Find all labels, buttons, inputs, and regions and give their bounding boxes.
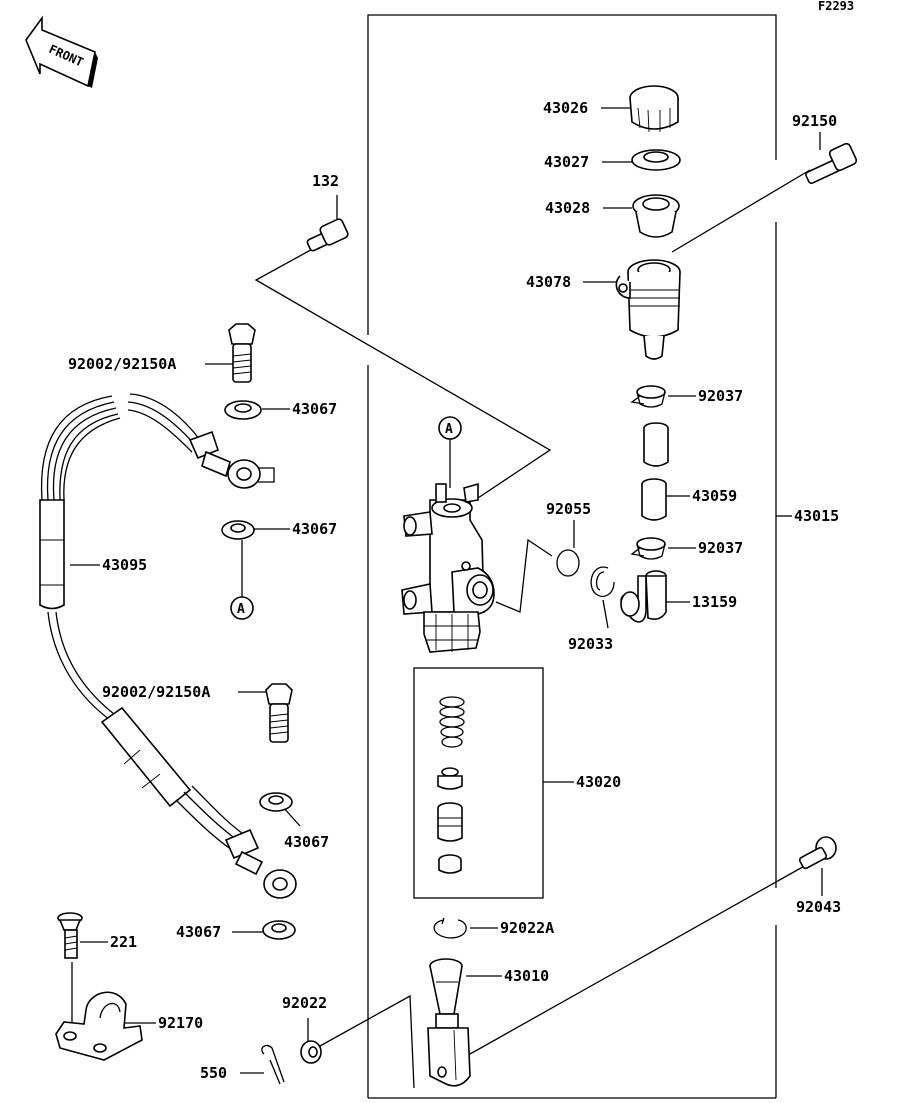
label-92033: 92033 [568,635,613,653]
label-92022: 92022 [282,994,327,1012]
piston-43020 [437,802,463,842]
label-43067-a: 43067 [292,400,337,418]
elbow-13159 [620,570,667,623]
label-132: 132 [312,172,339,190]
master-cylinder-body [401,482,495,653]
hose-43059 [641,422,669,521]
label-13159: 13159 [692,593,737,611]
label-43027: 43027 [544,153,589,171]
diaphragm-43028 [632,194,680,238]
label-92037-b: 92037 [698,539,743,557]
cap-43026 [629,85,679,133]
push-rod-43010 [427,958,471,1087]
label-43067-c: 43067 [284,833,329,851]
svg-text:A: A [237,602,245,617]
label-43015: 43015 [794,507,839,525]
label-43026: 43026 [543,99,588,117]
washer-43067-c [259,792,293,812]
screw-221 [57,912,83,959]
ref-marker-a-hose: A [230,596,254,620]
label-92022a: 92022A [500,919,554,937]
label-43028: 43028 [545,199,590,217]
brake-hose-43095 [39,393,297,899]
label-92037-a: 92037 [698,387,743,405]
washer-43067-d [262,920,296,940]
bolt-92150 [805,142,858,185]
pin-92043 [798,836,837,870]
label-92043: 92043 [796,898,841,916]
circlip-92033 [590,566,615,597]
label-43010: 43010 [504,967,549,985]
diagram-code: F2293 [818,0,854,13]
clip-92037-b [630,537,666,560]
kit-box-43020 [413,667,544,899]
bolt-132 [306,218,349,252]
cup-43020-a [437,767,463,790]
assembly-frame [367,14,777,1099]
label-43078: 43078 [526,273,571,291]
reservoir-43078 [615,259,681,360]
clamp-92170 [55,991,143,1061]
snap-ring-92022a [433,917,467,939]
ref-marker-a-body: A [438,416,462,440]
spring-43020 [439,696,465,748]
label-92150: 92150 [792,112,837,130]
label-43059: 43059 [692,487,737,505]
plate-43027 [631,149,681,171]
label-43067-d: 43067 [176,923,221,941]
washer-43067-b [221,520,255,540]
washer-92022 [300,1040,322,1064]
banjo-bolt-top [228,323,256,383]
label-43020: 43020 [576,773,621,791]
label-92002-bot: 92002/92150A [102,683,210,701]
banjo-bolt-bottom [265,683,293,743]
label-221: 221 [110,933,137,951]
svg-text:A: A [445,422,453,437]
cup-43020-b [438,854,462,874]
front-arrow-icon: FRONT [25,15,98,88]
part-labels: 132 92002/92150A 43067 43067 43095 92002… [68,99,841,1082]
label-92002-top: 92002/92150A [68,355,176,373]
o-ring-92055 [556,549,580,577]
label-550: 550 [200,1064,227,1082]
label-92170: 92170 [158,1014,203,1032]
clip-92037-a [630,385,666,408]
label-43095: 43095 [102,556,147,574]
leader-lines [70,107,823,1089]
label-43067-b: 43067 [292,520,337,538]
washer-43067-a [224,400,262,420]
label-92055: 92055 [546,500,591,518]
cotter-pin-550 [261,1044,285,1085]
